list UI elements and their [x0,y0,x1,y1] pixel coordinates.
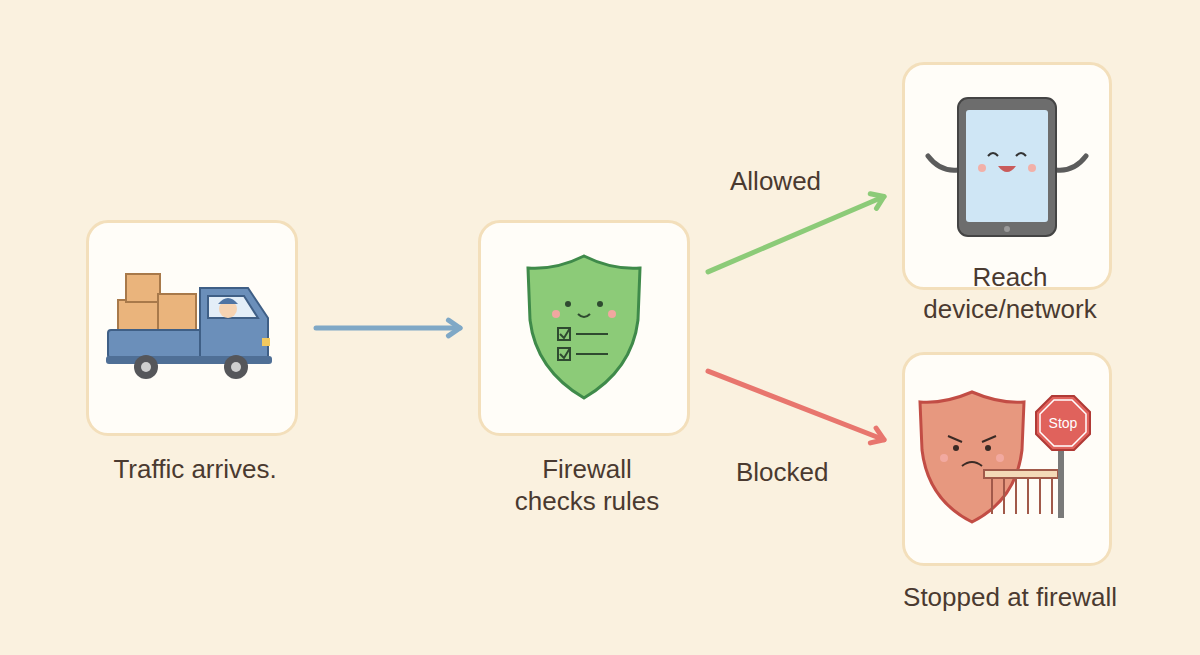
process-box: Firewall checks rules [478,220,690,436]
truck-illustration [106,274,272,379]
node-caption: Firewall checks rules [502,453,672,517]
flow-arrow [708,371,884,443]
edge-label: Allowed [730,165,821,197]
sign-text: Stop [1033,415,1093,431]
shield-illustration [528,256,640,398]
process-box: Traffic arrives. [86,220,298,436]
blocked-illustration [920,392,1090,522]
node-caption: Reach device/network [905,261,1115,325]
flow-arrow [708,194,884,272]
process-box: Stopped at firewall [902,352,1112,566]
flow-arrow [316,320,460,336]
process-box: Reach device/network [902,62,1112,290]
node-caption: Traffic arrives. [39,453,351,485]
tablet-illustration [928,98,1086,236]
node-caption: Stopped at firewall [855,581,1165,613]
edge-label: Blocked [736,456,829,488]
